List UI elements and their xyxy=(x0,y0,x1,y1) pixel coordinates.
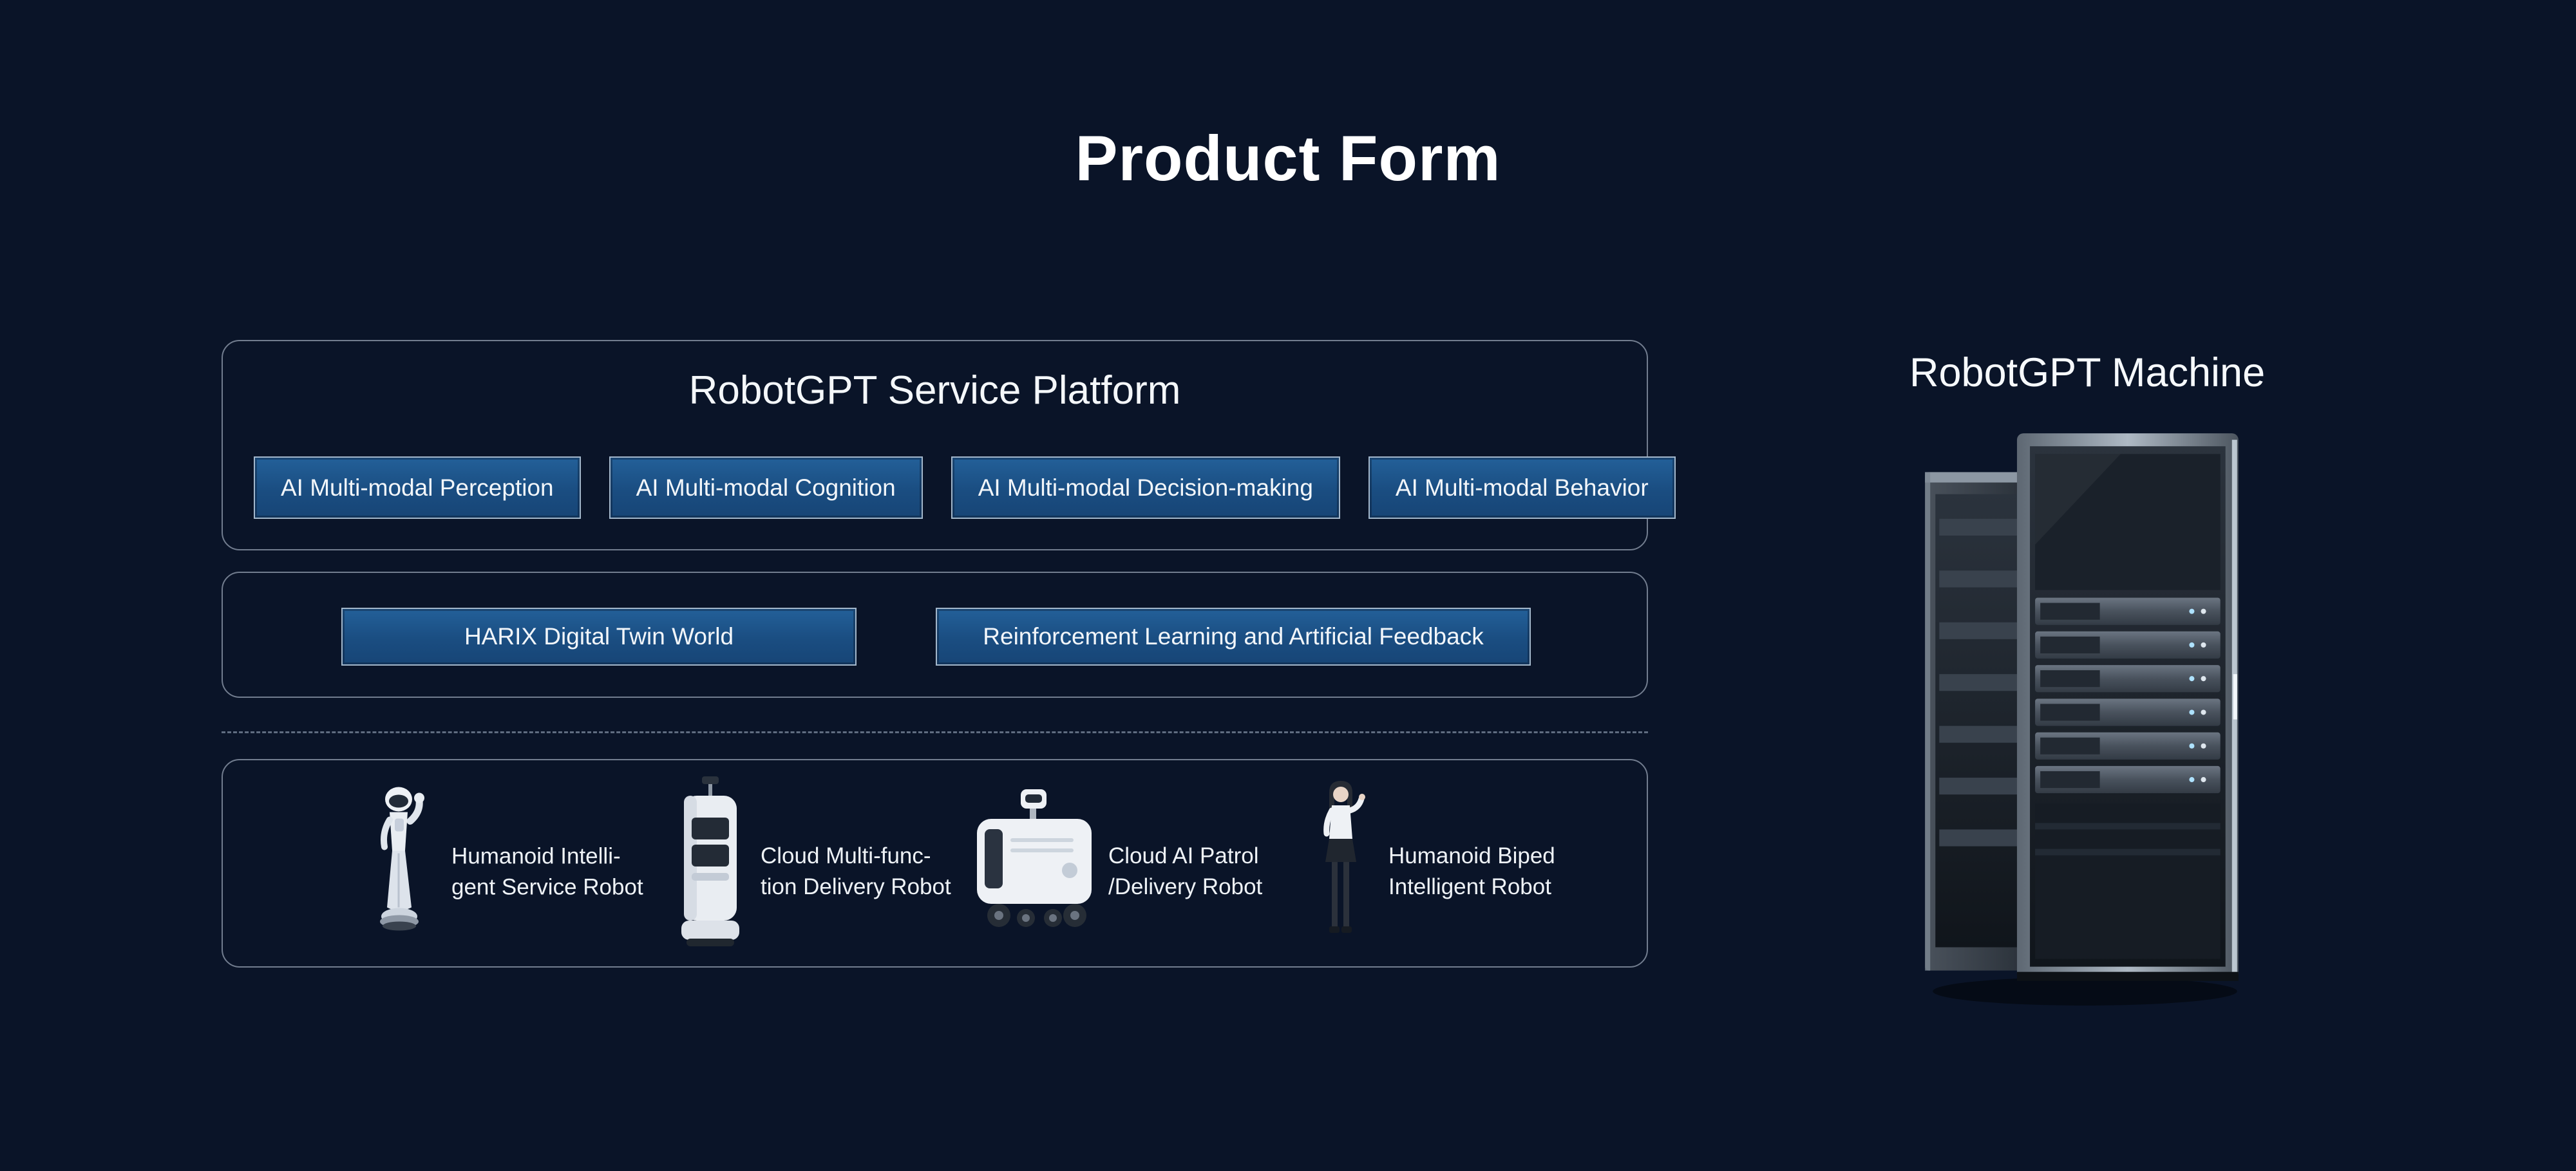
cloud-ai-patrol-delivery-robot-image xyxy=(977,789,1092,927)
robots-panel: Humanoid Intelli- gent Service Robot Clo… xyxy=(222,759,1648,968)
robot-label-line: Humanoid Biped xyxy=(1388,843,1555,868)
module-chip-decision-making: AI Multi-modal Decision-making xyxy=(951,456,1340,519)
humanoid-intelligent-service-robot-image xyxy=(380,787,424,931)
robot-label-line: gent Service Robot xyxy=(451,874,643,899)
robot-label-patrol: Cloud AI Patrol /Delivery Robot xyxy=(1108,841,1262,903)
module-chip-behavior: AI Multi-modal Behavior xyxy=(1368,456,1676,519)
robot-group-patrol: Cloud AI Patrol /Delivery Robot xyxy=(973,789,1262,937)
server-rack-image xyxy=(1925,433,2239,1006)
service-platform-panel: RobotGPT Service Platform AI Multi-modal… xyxy=(222,340,1676,550)
robot-group-humanoid-service: Humanoid Intelli- gent Service Robot xyxy=(361,782,643,946)
robot-label-biped: Humanoid Biped Intelligent Robot xyxy=(1388,841,1555,903)
page-title: Product Form xyxy=(1075,122,1501,194)
robot-label-line: /Delivery Robot xyxy=(1108,874,1263,899)
harix-digital-twin-chip: HARIX Digital Twin World xyxy=(341,608,857,666)
platform-modules-row: AI Multi-modal Perception AI Multi-modal… xyxy=(254,456,1676,519)
robot-group-delivery: Cloud Multi-func- tion Delivery Robot xyxy=(674,776,951,950)
robot-label-delivery: Cloud Multi-func- tion Delivery Robot xyxy=(761,841,951,903)
reinforcement-learning-chip: Reinforcement Learning and Artificial Fe… xyxy=(936,608,1531,666)
machine-title: RobotGPT Machine xyxy=(1909,350,2266,395)
humanoid-biped-intelligent-robot-image xyxy=(1323,781,1365,933)
robot-group-biped: Humanoid Biped Intelligent Robot xyxy=(1305,780,1555,947)
robot-label-line: Humanoid Intelli- xyxy=(451,843,621,868)
robot-label-line: Cloud AI Patrol xyxy=(1108,843,1259,868)
robot-label-line: Intelligent Robot xyxy=(1388,874,1551,899)
module-chip-cognition: AI Multi-modal Cognition xyxy=(609,456,923,519)
robot-label-line: Cloud Multi-func- xyxy=(761,843,931,868)
robot-label-line: tion Delivery Robot xyxy=(761,874,951,899)
dashed-divider xyxy=(222,731,1648,733)
cloud-multi-function-delivery-robot-image xyxy=(681,776,739,946)
module-chip-perception: AI Multi-modal Perception xyxy=(254,456,581,519)
service-platform-title: RobotGPT Service Platform xyxy=(688,368,1181,413)
capabilities-panel: HARIX Digital Twin World Reinforcement L… xyxy=(222,572,1648,698)
robot-label-humanoid-service: Humanoid Intelli- gent Service Robot xyxy=(451,841,643,903)
